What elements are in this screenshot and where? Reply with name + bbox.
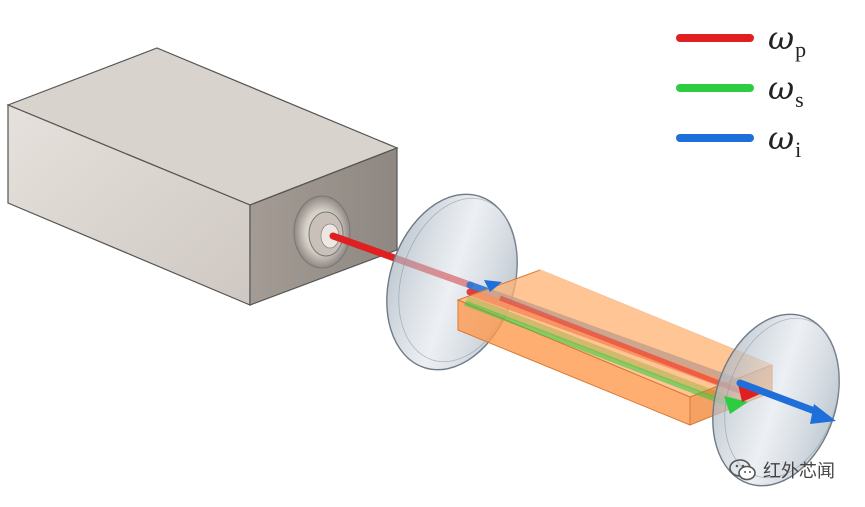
idler-beam-entry-arrowhead (484, 280, 502, 292)
idler-beam-arrowhead (810, 404, 836, 424)
crystal-highlight (539, 269, 773, 366)
legend-swatch-idler (676, 134, 754, 142)
watermark-text: 红外芯闻 (763, 461, 835, 482)
signal-beam-through-crystal (464, 300, 731, 408)
legend-subscript-idler: i (795, 137, 802, 162)
watermark: 红外芯闻 (729, 457, 835, 483)
idler-beam-output (736, 379, 824, 417)
wechat-icon (729, 459, 756, 481)
legend-symbol-idler: ω (768, 119, 795, 157)
legend-swatch-pump (676, 34, 754, 42)
legend-swatch-signal (676, 84, 754, 92)
pump-beam-arrowhead (738, 384, 760, 402)
legend-subscript-signal: s (795, 87, 804, 112)
legend-symbol-signal: ω (768, 69, 795, 107)
legend-symbol-pump: ω (768, 19, 795, 57)
pump-laser (6, 47, 399, 306)
pump-beam-through-crystal (499, 295, 746, 396)
legend-subscript-pump: p (795, 37, 807, 62)
